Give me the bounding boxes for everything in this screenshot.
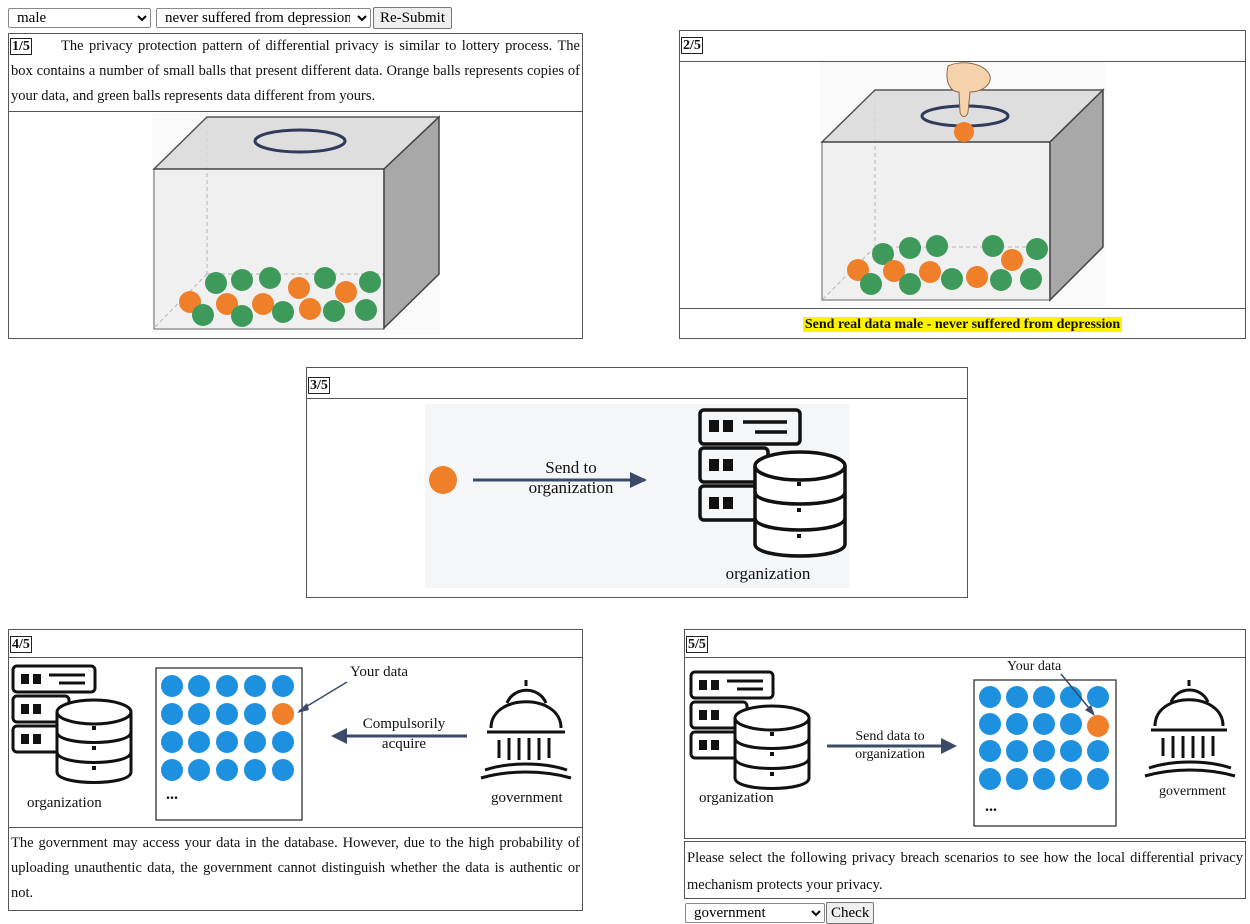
hand-dropping-ball-illustration: [820, 62, 1105, 302]
database-icon: [753, 450, 847, 558]
data-ball-icon: [429, 466, 457, 494]
ball-cluster: [179, 267, 381, 327]
step-4-badge: 4/5: [10, 636, 32, 653]
organization-label: organization: [699, 790, 774, 806]
step-5-text: Please select the following privacy brea…: [684, 841, 1246, 899]
send-to-organization-illustration: [429, 408, 847, 558]
data-grid-balls: [161, 675, 294, 781]
server-icon: [689, 670, 775, 760]
step-2-figure: [820, 62, 1105, 307]
resubmit-button[interactable]: Re-Submit: [373, 7, 452, 29]
step-2-caption: Send real data male - never suffered fro…: [802, 317, 1123, 332]
your-data-label: Your data: [1007, 659, 1062, 674]
step-1-badge: 1/5: [10, 38, 32, 55]
government-building-icon: [480, 680, 572, 780]
step-4-figure: [11, 664, 572, 821]
step-1-header: The privacy protection pattern of differ…: [9, 34, 582, 112]
government-label: government: [491, 790, 563, 806]
send-label: Send to organization: [511, 458, 631, 498]
step-1-text: The privacy protection pattern of differ…: [11, 38, 580, 104]
step-1-figure: [152, 114, 441, 334]
gender-select[interactable]: male: [8, 8, 151, 28]
step-5-header: 5/5: [685, 630, 1245, 658]
step-2-caption-row: Send real data male - never suffered fro…: [680, 308, 1245, 340]
send-line-2: organization: [855, 747, 925, 762]
condition-select[interactable]: never suffered from depression: [156, 8, 371, 28]
send-line-1: Send data to: [855, 729, 925, 744]
acquire-line-1: Compulsorily: [362, 716, 446, 732]
send-label-line-2: organization: [528, 478, 614, 497]
more-data-ellipsis: ...: [166, 786, 178, 803]
ball-cluster: [847, 235, 1048, 295]
step-5-figure: [689, 670, 1236, 827]
step-3-figure: Send to organization organization: [425, 404, 849, 588]
send-label-line-1: Send to: [545, 458, 597, 477]
step-3-panel: 3/5: [306, 367, 968, 598]
step-2-badge: 2/5: [681, 37, 703, 54]
step-4-panel: 4/5: [8, 629, 583, 911]
step-4-text: The government may access your data in t…: [9, 827, 582, 911]
database-icon: [733, 704, 811, 790]
step-3-badge: 3/5: [308, 377, 330, 394]
step-1-panel: The privacy protection pattern of differ…: [8, 33, 583, 339]
government-label: government: [1159, 784, 1226, 799]
organization-label: organization: [27, 795, 102, 811]
your-data-label: Your data: [350, 664, 409, 680]
scenario-select[interactable]: government: [685, 903, 825, 923]
step-4-header: 4/5: [9, 630, 582, 658]
step-3-header: 3/5: [307, 368, 967, 399]
step-2-panel: 2/5: [679, 30, 1246, 339]
check-button[interactable]: Check: [826, 902, 874, 924]
step-5-panel: 5/5: [684, 629, 1246, 839]
send-data-label: Send data to organization: [825, 728, 955, 764]
step-2-header: 2/5: [680, 31, 1245, 62]
government-building-icon: [1144, 680, 1236, 778]
compulsorily-acquire-label: Compulsorily acquire: [339, 714, 469, 754]
organization-label: organization: [725, 564, 811, 583]
acquire-line-2: acquire: [381, 736, 427, 752]
lottery-box-illustration: [152, 115, 441, 330]
data-grid-balls: [979, 686, 1109, 790]
database-icon: [55, 698, 133, 784]
step-5-badge: 5/5: [686, 636, 708, 653]
more-data-ellipsis: ...: [985, 798, 997, 815]
hand-icon: [946, 62, 991, 117]
